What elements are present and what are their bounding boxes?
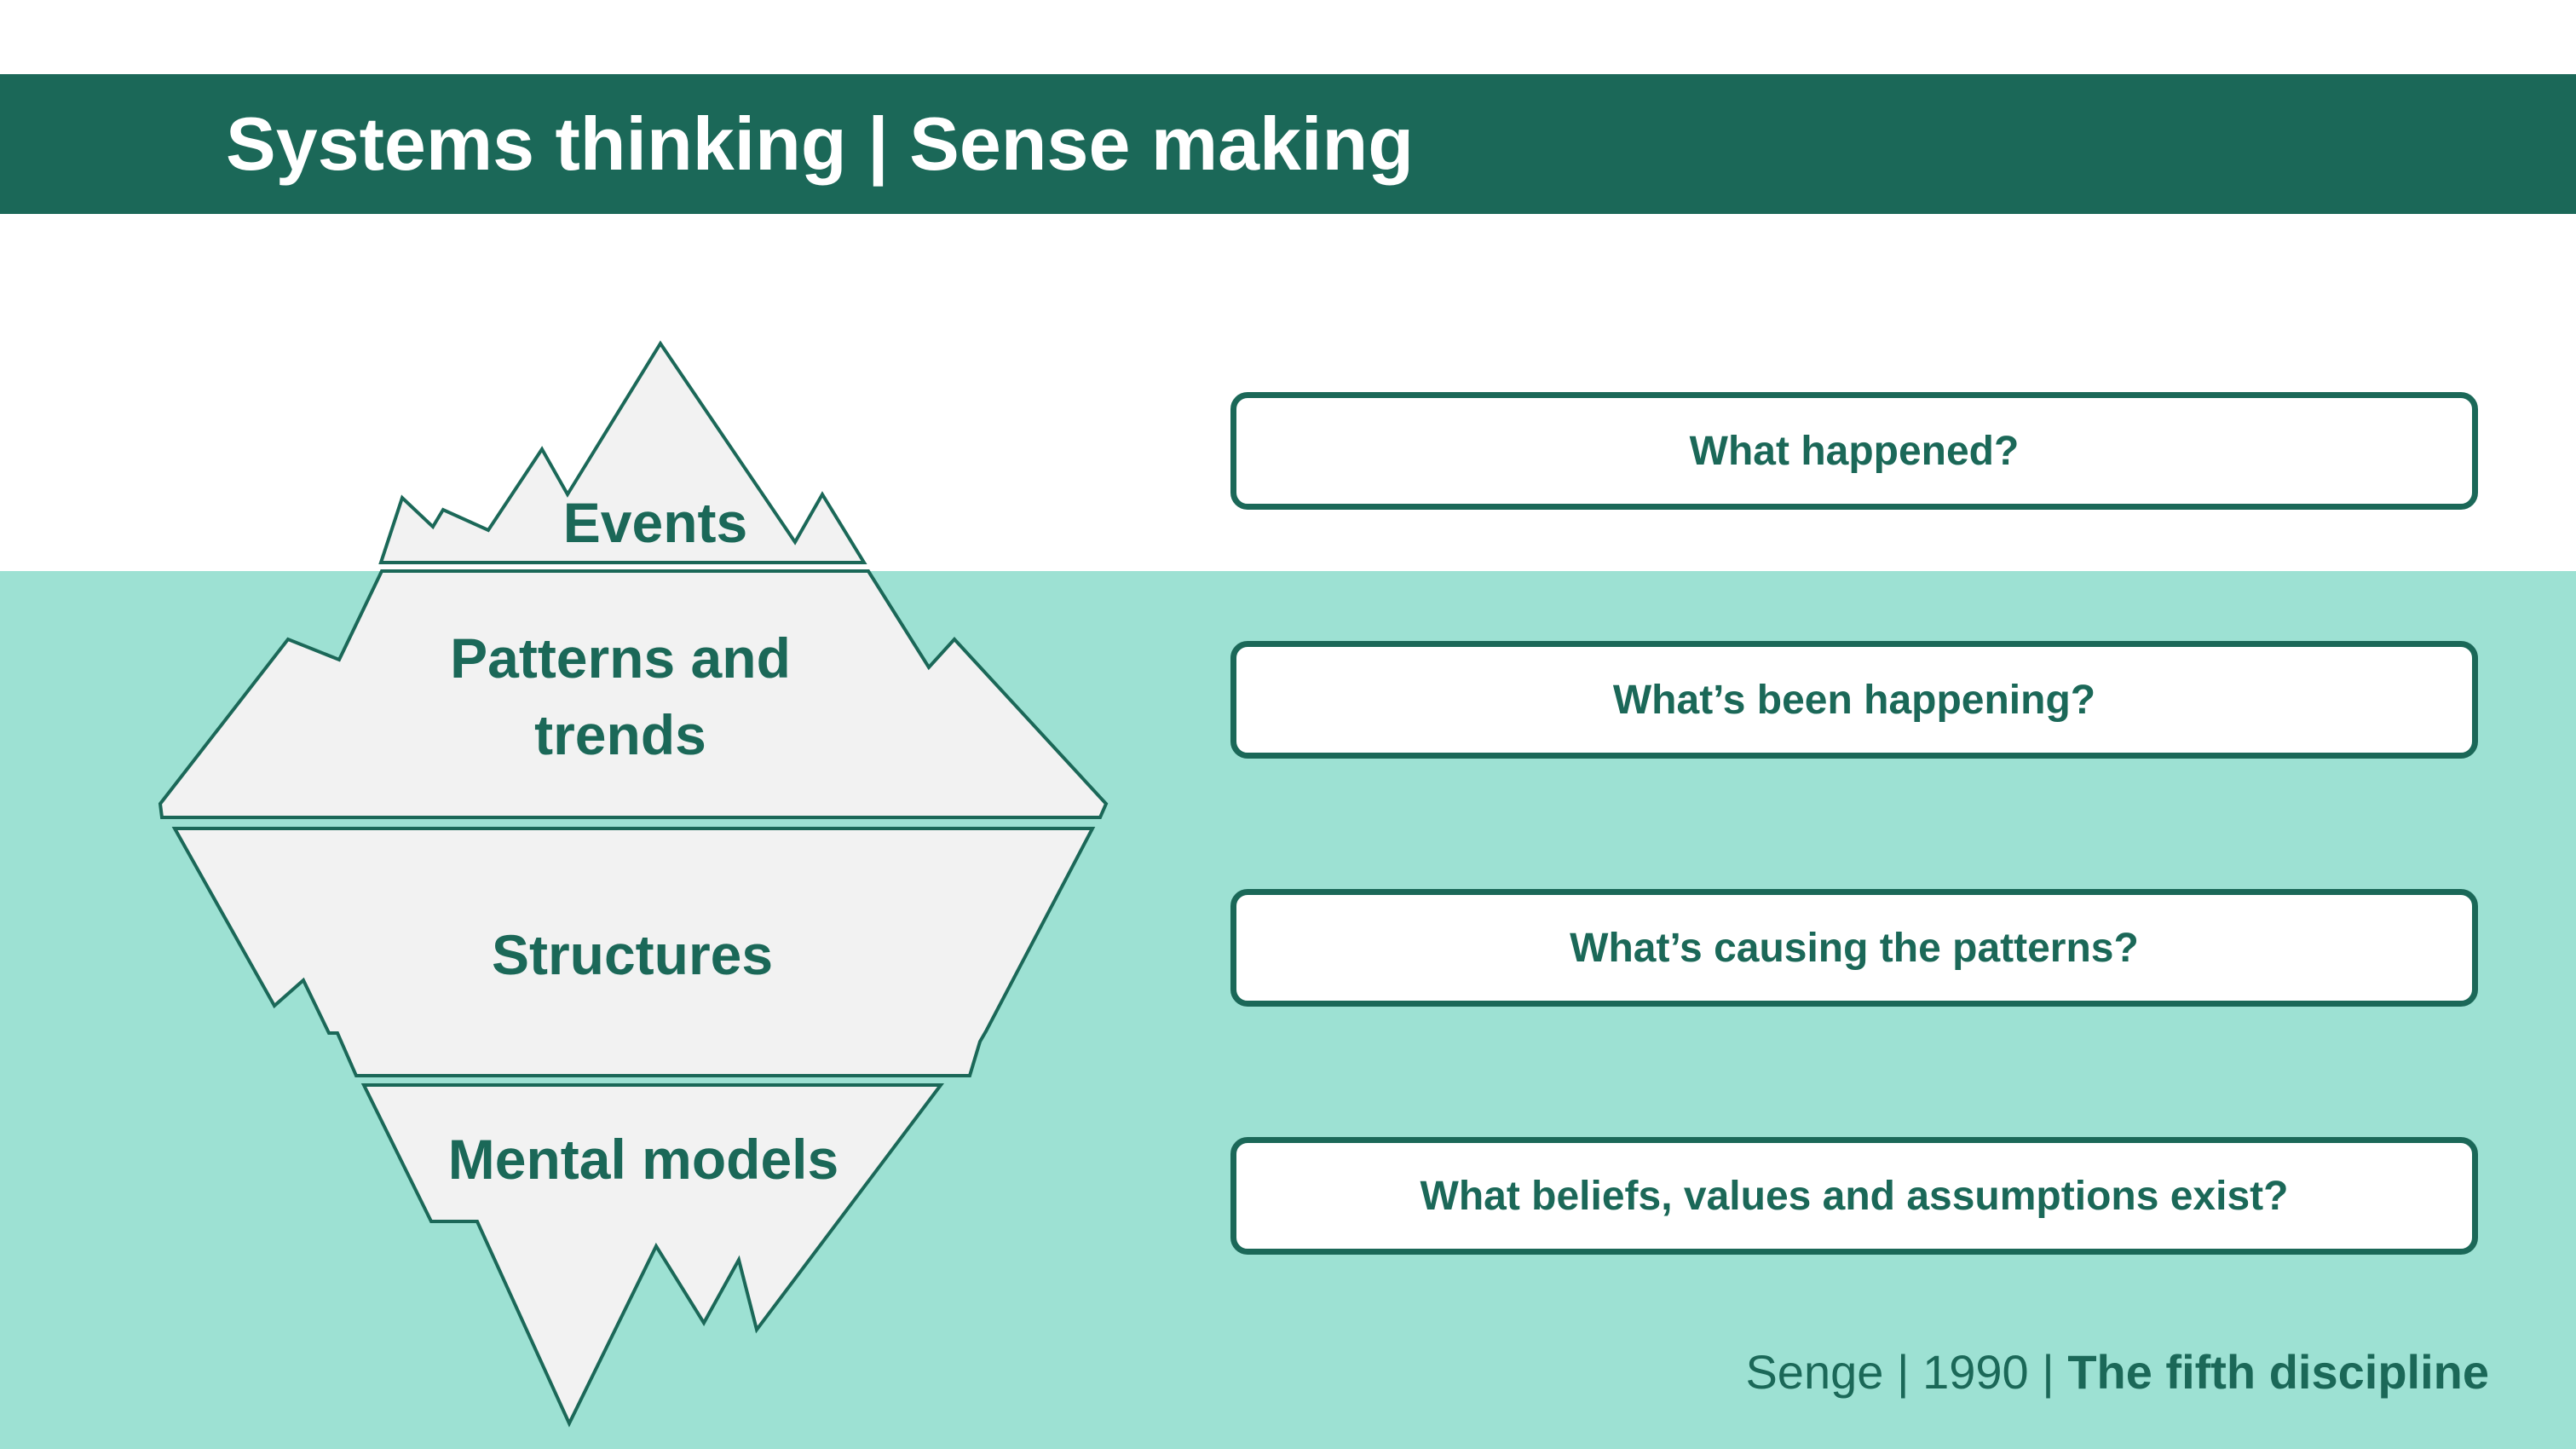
- citation-work: The fifth discipline: [2067, 1345, 2489, 1399]
- citation: Senge | 1990 | The fifth discipline: [1745, 1338, 2489, 1406]
- title-bar: Systems thinking | Sense making: [0, 74, 2576, 214]
- iceberg-layer-patterns: [158, 569, 1109, 819]
- layer-label-structures: Structures: [491, 923, 774, 986]
- citation-author: Senge: [1745, 1345, 1884, 1399]
- question-box-mental-models: What beliefs, values and assumptions exi…: [1230, 1137, 2478, 1255]
- citation-separator: |: [1896, 1345, 1910, 1399]
- layer-label-patterns-and-trends: Patterns and trends: [450, 626, 791, 766]
- question-box-events: What happened?: [1230, 392, 2478, 510]
- layer-label-mental-models: Mental models: [447, 1128, 839, 1191]
- page-title: Systems thinking | Sense making: [226, 101, 1414, 186]
- question-box-patterns: What’s been happening?: [1230, 641, 2478, 759]
- citation-separator: |: [2042, 1345, 2054, 1399]
- iceberg-layer-events: [378, 340, 867, 564]
- iceberg-layer-structures: [171, 827, 1096, 1077]
- layer-label-events: Events: [562, 491, 748, 554]
- iceberg-layer-mental-models: [360, 1083, 945, 1428]
- question-box-structures: What’s causing the patterns?: [1230, 889, 2478, 1007]
- citation-year: 1990: [1922, 1345, 2029, 1399]
